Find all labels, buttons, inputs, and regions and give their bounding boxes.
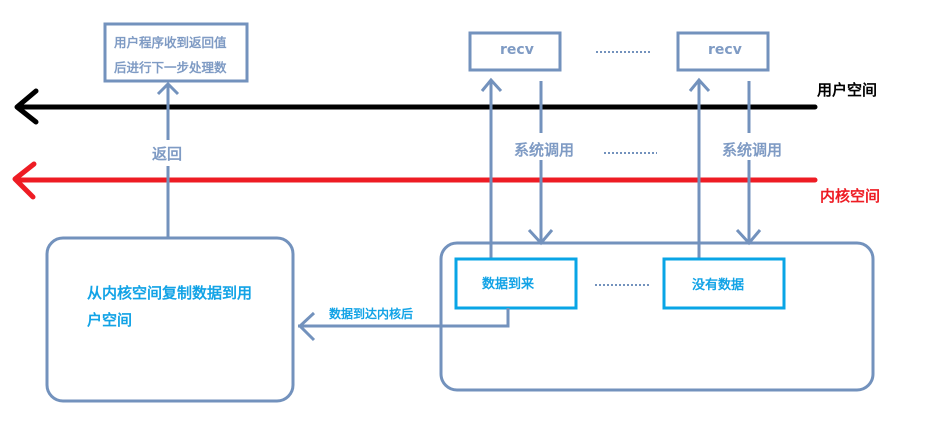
user-space-arrowhead-icon xyxy=(14,88,39,125)
no-data-label: 没有数据 xyxy=(692,278,745,293)
return-arrowhead-icon xyxy=(156,81,180,96)
copy-data-text-line1: 从内核空间复制数据到用 xyxy=(87,284,253,302)
data-arrived-arrow xyxy=(297,308,510,342)
data-arrived-in-kernel-label: 数据到达内核后 xyxy=(329,307,414,321)
copy-data-text-line2: 户空间 xyxy=(87,311,133,329)
syscall-arrows-1 xyxy=(480,77,554,258)
user-program-box xyxy=(103,22,249,83)
return-arrow xyxy=(156,81,180,238)
up-arrowhead-icon xyxy=(688,77,711,93)
data-arrived-box xyxy=(454,257,578,310)
recv-box-2 xyxy=(676,31,770,72)
user-program-text-line2: 后进行下一步处理数 xyxy=(114,60,227,75)
user-space-label: 用户空间 xyxy=(817,81,878,99)
recv-label-1: recv xyxy=(500,42,534,58)
return-label: 返回 xyxy=(152,145,183,163)
kernel-space-line xyxy=(12,161,818,200)
syscall-label-1: 系统调用 xyxy=(514,141,575,159)
kernel-space-arrowhead-icon xyxy=(12,161,37,200)
user-space-line xyxy=(14,88,818,125)
recv-label-2: recv xyxy=(708,42,742,58)
left-arrowhead-icon xyxy=(297,311,316,342)
copy-data-box xyxy=(45,236,295,403)
no-data-box xyxy=(662,257,786,310)
up-arrowhead-icon xyxy=(480,77,503,93)
syscall-label-2: 系统调用 xyxy=(722,141,783,159)
recv-box-1 xyxy=(468,31,562,72)
kernel-container xyxy=(439,241,875,392)
data-arrived-label: 数据到来 xyxy=(482,277,535,292)
kernel-space-label: 内核空间 xyxy=(820,187,881,205)
user-program-text-line1: 用户程序收到返回值 xyxy=(114,35,227,50)
